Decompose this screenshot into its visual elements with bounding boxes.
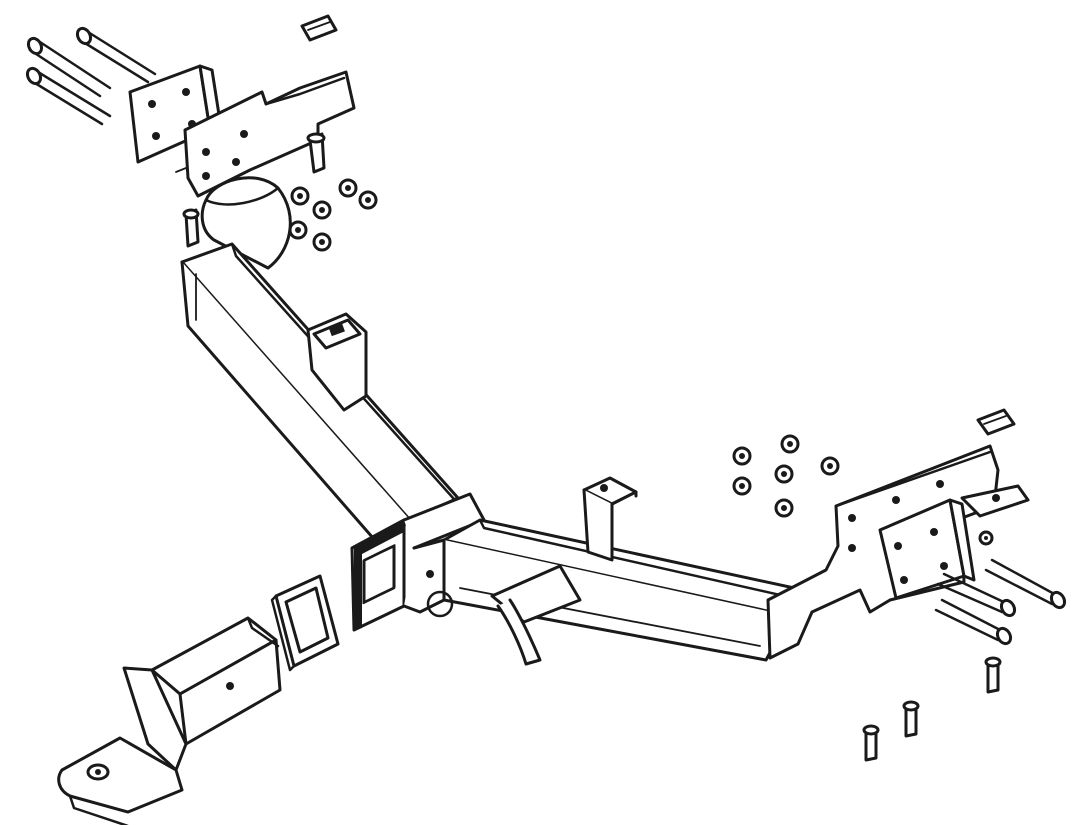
ball-mount xyxy=(57,616,282,825)
clip-part xyxy=(300,14,338,42)
short-bolt xyxy=(862,724,880,762)
nut xyxy=(732,446,752,466)
short-bolt xyxy=(306,132,326,174)
safety-chain-loop xyxy=(426,564,582,666)
nut xyxy=(978,530,994,546)
receiver-cover xyxy=(270,574,340,672)
nut xyxy=(338,178,358,198)
nut xyxy=(774,498,794,518)
nut xyxy=(312,200,332,220)
nut xyxy=(290,186,310,206)
long-bolt xyxy=(26,36,112,98)
nut-group-right xyxy=(732,434,994,546)
nut xyxy=(288,220,308,240)
long-bolt xyxy=(25,66,112,126)
long-bolt xyxy=(934,598,1013,646)
bolt-group-left xyxy=(25,26,157,126)
nut xyxy=(774,464,794,484)
nut-group-top xyxy=(288,178,378,252)
long-bolt xyxy=(984,558,1067,610)
mounting-bracket-right-backing-plate xyxy=(878,498,976,600)
nut xyxy=(732,476,752,496)
long-bolt xyxy=(936,572,1017,618)
nut xyxy=(312,232,332,252)
nut xyxy=(780,434,800,454)
long-bolt xyxy=(75,26,157,84)
short-bolt xyxy=(902,700,920,738)
bolt-group-right xyxy=(934,558,1067,646)
clip-part xyxy=(960,408,1030,518)
short-bolt xyxy=(182,208,200,248)
crossbar-tab xyxy=(582,476,638,562)
short-bolt xyxy=(984,656,1002,694)
mounting-bracket-left xyxy=(175,70,356,198)
nut xyxy=(820,456,840,476)
nut xyxy=(358,190,378,210)
chain-bracket-left xyxy=(306,312,368,412)
main-crossbar xyxy=(442,518,824,662)
